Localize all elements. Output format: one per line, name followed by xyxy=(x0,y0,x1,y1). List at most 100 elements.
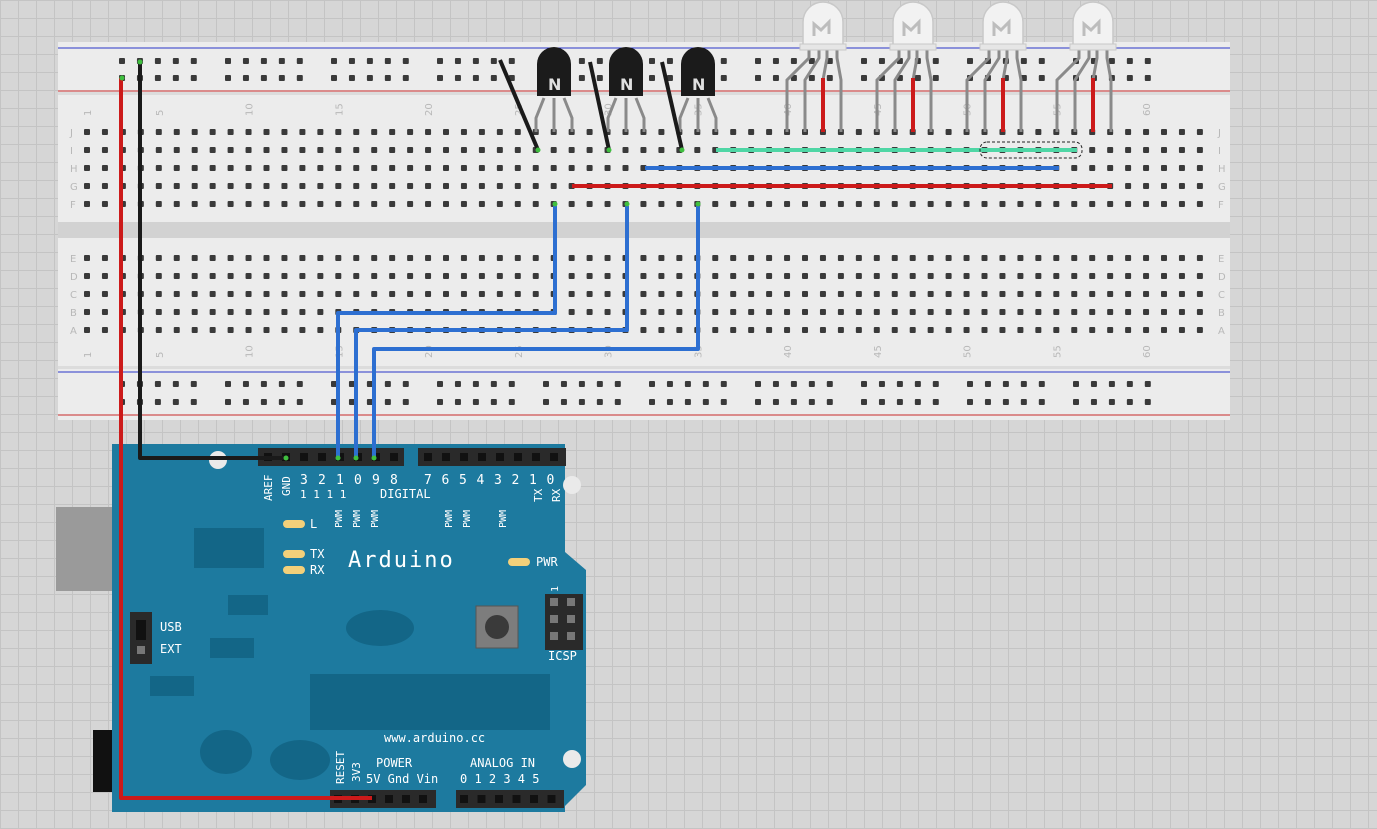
breadboard-hole[interactable] xyxy=(281,309,288,315)
rail-hole[interactable] xyxy=(1038,381,1045,387)
rail-hole[interactable] xyxy=(1108,58,1115,64)
breadboard-hole[interactable] xyxy=(658,309,665,315)
breadboard-hole[interactable] xyxy=(335,255,342,261)
breadboard-hole[interactable] xyxy=(101,129,108,135)
breadboard-hole[interactable] xyxy=(263,147,270,153)
breadboard-hole[interactable] xyxy=(317,129,324,135)
rail-hole[interactable] xyxy=(348,399,355,405)
rail-hole[interactable] xyxy=(1144,381,1151,387)
breadboard-hole[interactable] xyxy=(84,255,90,261)
breadboard-hole[interactable] xyxy=(891,201,898,207)
header-pin[interactable] xyxy=(442,453,450,461)
breadboard-hole[interactable] xyxy=(819,291,826,297)
rail-hole[interactable] xyxy=(1038,58,1045,64)
breadboard-hole[interactable] xyxy=(496,201,503,207)
breadboard-hole[interactable] xyxy=(514,201,521,207)
rail-hole[interactable] xyxy=(666,381,673,387)
breadboard-hole[interactable] xyxy=(299,129,306,135)
breadboard-hole[interactable] xyxy=(353,147,360,153)
breadboard-hole[interactable] xyxy=(1107,327,1114,333)
rail-hole[interactable] xyxy=(808,399,815,405)
rail-hole[interactable] xyxy=(666,58,673,64)
breadboard-hole[interactable] xyxy=(658,273,665,279)
breadboard-hole[interactable] xyxy=(101,273,108,279)
header-pin[interactable] xyxy=(460,453,468,461)
rail-hole[interactable] xyxy=(649,381,655,387)
breadboard-hole[interactable] xyxy=(1071,201,1078,207)
breadboard-hole[interactable] xyxy=(191,255,198,261)
breadboard-hole[interactable] xyxy=(227,291,234,297)
header-pin[interactable] xyxy=(547,795,556,803)
header-pin[interactable] xyxy=(318,453,326,461)
rail-hole[interactable] xyxy=(649,58,655,64)
rail-hole[interactable] xyxy=(172,381,179,387)
breadboard-hole[interactable] xyxy=(245,201,252,207)
breadboard-hole[interactable] xyxy=(209,291,216,297)
rgb-led[interactable]: RGB LED 3 xyxy=(965,1,1027,132)
breadboard-hole[interactable] xyxy=(891,255,898,261)
rail-hole[interactable] xyxy=(225,399,231,405)
breadboard-hole[interactable] xyxy=(191,147,198,153)
breadboard-hole[interactable] xyxy=(712,255,719,261)
rail-hole[interactable] xyxy=(896,399,903,405)
breadboard-hole[interactable] xyxy=(281,255,288,261)
breadboard-hole[interactable] xyxy=(425,129,432,135)
breadboard-hole[interactable] xyxy=(173,327,180,333)
breadboard-hole[interactable] xyxy=(1196,201,1203,207)
breadboard-hole[interactable] xyxy=(281,183,288,189)
header-pin[interactable] xyxy=(300,453,308,461)
wires[interactable] xyxy=(119,59,1113,800)
breadboard-hole[interactable] xyxy=(281,327,288,333)
breadboard-hole[interactable] xyxy=(927,255,934,261)
header-pin[interactable] xyxy=(514,453,522,461)
breadboard-hole[interactable] xyxy=(1035,273,1042,279)
breadboard-hole[interactable] xyxy=(371,183,378,189)
breadboard-hole[interactable] xyxy=(1143,291,1150,297)
breadboard-hole[interactable] xyxy=(658,255,665,261)
rail-hole[interactable] xyxy=(984,399,991,405)
breadboard-hole[interactable] xyxy=(1053,255,1060,261)
breadboard-hole[interactable] xyxy=(371,129,378,135)
rail-hole[interactable] xyxy=(402,58,409,64)
rail-hole[interactable] xyxy=(154,399,161,405)
breadboard-hole[interactable] xyxy=(819,255,826,261)
breadboard-hole[interactable] xyxy=(568,201,575,207)
header-pin[interactable] xyxy=(495,795,503,803)
breadboard-hole[interactable] xyxy=(245,309,252,315)
breadboard-hole[interactable] xyxy=(173,201,180,207)
breadboard-hole[interactable] xyxy=(802,273,808,279)
breadboard-hole[interactable] xyxy=(766,327,773,333)
breadboard-hole[interactable] xyxy=(1053,201,1060,207)
breadboard-hole[interactable] xyxy=(227,183,234,189)
breadboard-hole[interactable] xyxy=(191,309,198,315)
wire-blue-pin11[interactable] xyxy=(336,206,557,458)
breadboard-hole[interactable] xyxy=(1143,309,1150,315)
breadboard-hole[interactable] xyxy=(335,291,342,297)
header-pin[interactable] xyxy=(424,453,432,461)
rail-hole[interactable] xyxy=(1144,75,1151,81)
rail-hole[interactable] xyxy=(578,75,585,81)
rail-hole[interactable] xyxy=(260,75,267,81)
breadboard-hole[interactable] xyxy=(460,255,467,261)
rail-hole[interactable] xyxy=(914,381,921,387)
breadboard-hole[interactable] xyxy=(766,255,773,261)
breadboard-hole[interactable] xyxy=(1125,147,1132,153)
breadboard-hole[interactable] xyxy=(1071,255,1078,261)
header-pin[interactable] xyxy=(477,795,486,803)
breadboard-hole[interactable] xyxy=(1143,183,1150,189)
breadboard-hole[interactable] xyxy=(802,309,808,315)
breadboard-hole[interactable] xyxy=(1196,327,1203,333)
breadboard-hole[interactable] xyxy=(1017,273,1024,279)
breadboard-hole[interactable] xyxy=(802,327,808,333)
rail-hole[interactable] xyxy=(1038,75,1045,81)
breadboard-hole[interactable] xyxy=(1017,201,1024,207)
breadboard-hole[interactable] xyxy=(1178,165,1185,171)
rail-hole[interactable] xyxy=(260,399,267,405)
breadboard-hole[interactable] xyxy=(802,255,808,261)
breadboard-hole[interactable] xyxy=(748,255,755,261)
rail-hole[interactable] xyxy=(578,58,585,64)
rail-hole[interactable] xyxy=(260,58,267,64)
rail-hole[interactable] xyxy=(366,75,373,81)
breadboard-hole[interactable] xyxy=(317,291,324,297)
breadboard-hole[interactable] xyxy=(299,291,306,297)
